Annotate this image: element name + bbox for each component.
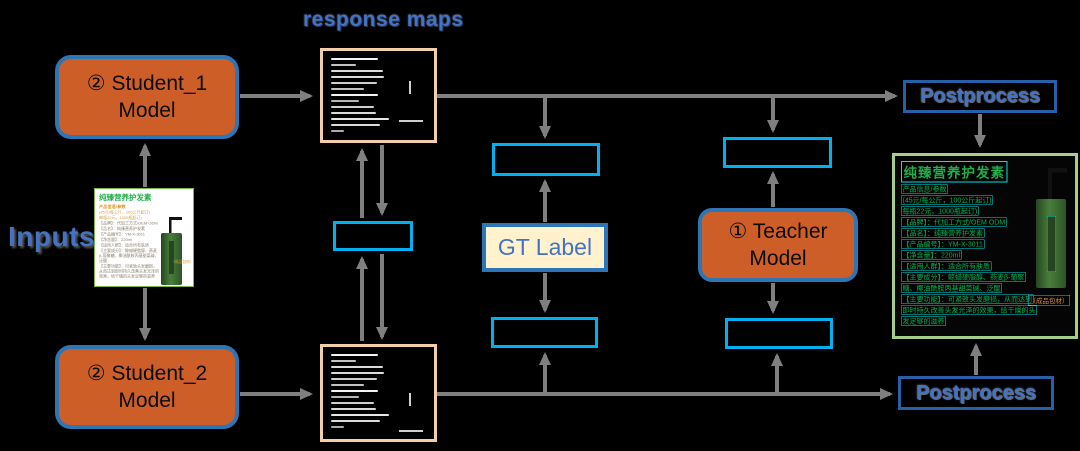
map-activation-line	[331, 366, 383, 368]
ocr-detected-text-line: 每瓶22元，1000瓶起订)	[901, 206, 979, 216]
input-card-lines: (45元/每公斤，100公斤起订)每瓶22元，1000瓶起订)【品牌】：代加工方…	[99, 210, 192, 279]
response-map-bottom	[320, 344, 437, 442]
map-activation-line	[331, 94, 379, 96]
map-activation-line	[331, 64, 356, 66]
map-activation-line	[331, 390, 379, 392]
response-map-lines	[331, 354, 434, 428]
input-card-text-line: 每瓶22元，1000瓶起订)	[99, 215, 142, 221]
loss-box-student1-gt	[492, 143, 600, 176]
student2-model-label: ② Student_2 Model	[86, 361, 208, 412]
map-activation-line	[331, 70, 383, 72]
student2-model-node: ② Student_2 Model	[55, 345, 239, 429]
ocr-detected-text-line: 【主要成分】：鲸蜡硬脂醇、燕麦β-葡聚	[901, 272, 1026, 282]
result-card-lines: 产品信息/参数(45元/每公斤，100公斤起订)每瓶22元，1000瓶起订)【品…	[901, 184, 1040, 327]
map-activation-line	[331, 130, 345, 132]
ocr-detected-text-line: 【主要功能】：可紧致头发磨损，从而达到	[901, 294, 1034, 304]
ocr-detected-text-line: (45元/每公斤，100公斤起订)	[901, 195, 994, 205]
gt-label-text: GT Label	[497, 234, 593, 260]
map-activation-line	[331, 106, 375, 108]
map-activation-line	[331, 426, 345, 428]
postprocess-bottom-label: Postprocess	[915, 381, 1037, 404]
map-activation-line	[331, 420, 381, 422]
postprocess-bottom-node: Postprocess	[898, 376, 1054, 410]
ocr-result-image: 纯臻营养护发素 产品信息/参数(45元/每公斤，100公斤起订)每瓶22元，10…	[892, 153, 1078, 339]
input-card-text-line: 【净含量】：220ml	[99, 237, 132, 243]
response-map-lines	[331, 58, 434, 132]
input-card-text-line: 【适用人群】：适合所有肤质	[99, 243, 149, 248]
map-activation-line	[331, 372, 384, 374]
input-card-subtitle: 产品信息/参数	[99, 204, 126, 209]
input-card-text-line: 【主要成分】：鲸蜡硬脂醇、燕麦β-葡聚糖、椰油酰胺丙基甜菜碱、泛醌	[99, 248, 159, 264]
postprocess-top-label: Postprocess	[919, 85, 1041, 107]
ocr-detected-text-line: 【适用人群】：适合所有肤质	[901, 261, 992, 271]
ocr-detected-text-line: 【品名】：纯臻营养护发素	[901, 228, 985, 238]
ocr-detected-text-line: 即时持久改善头发光泽的效果，给干燥的头	[901, 305, 1037, 315]
student1-model-label: ② Student_1 Model	[86, 71, 208, 122]
ocr-detected-text-line: 【产品编号】：YM-X-3011	[901, 239, 985, 249]
map-activation-line	[331, 414, 389, 416]
mutual-loss-box	[333, 221, 413, 251]
ocr-detected-text-line: 产品信息/参数	[901, 184, 948, 194]
input-card-text-line: 【产品编号】：YM-X-3011	[99, 232, 145, 237]
map-activation-line	[331, 58, 379, 60]
ocr-detected-text-line: 【净含量】：220ml	[901, 250, 962, 260]
postprocess-top-node: Postprocess	[903, 80, 1057, 113]
teacher-model-node: ① Teacher Model	[698, 208, 858, 282]
map-activation-line	[331, 112, 377, 114]
map-activation-line	[331, 384, 364, 386]
map-activation-line	[331, 408, 377, 410]
loss-box-student2-teacher	[725, 318, 833, 349]
ocr-detected-text-line: 【品牌】：代加工方式/OEM ODM	[901, 217, 1007, 227]
loss-box-student1-teacher	[723, 137, 832, 168]
map-activation-line	[331, 378, 378, 380]
input-card-text-line: (45元/每公斤，100公斤起订)	[99, 210, 150, 215]
teacher-model-label: ① Teacher Model	[728, 219, 828, 270]
gt-label-node: GT Label	[482, 223, 608, 272]
input-card-text-line: 【品名】：纯臻营养护发素	[99, 226, 145, 232]
map-mark-horizontal	[399, 430, 423, 432]
ocr-detected-text-line: 发足够的滋养	[901, 316, 946, 326]
map-activation-line	[331, 88, 364, 90]
map-activation-line	[331, 76, 384, 78]
map-mark-vertical	[409, 393, 411, 406]
input-product-image: 纯臻营养护发素 产品信息/参数 (45元/每公斤，100公斤起订)每瓶22元，1…	[94, 188, 194, 287]
inputs-label: Inputs	[8, 221, 95, 252]
student1-model-node: ② Student_1 Model	[55, 55, 239, 139]
map-activation-line	[331, 396, 359, 398]
ocr-detected-text-line: 糖、椰油酰胺丙基甜菜碱、泛醌	[901, 283, 1002, 293]
input-card-text-line: 【品牌】：代加工方式/OEM ODM	[99, 221, 158, 226]
map-activation-line	[331, 118, 389, 120]
map-activation-line	[331, 82, 378, 84]
response-map-top	[320, 48, 437, 143]
map-activation-line	[331, 360, 356, 362]
map-activation-line	[331, 124, 381, 126]
result-card-tag: （成品包材）	[1027, 295, 1070, 306]
result-card-title: 纯臻营养护发素	[901, 161, 1008, 183]
loss-box-student2-gt	[491, 317, 598, 348]
map-mark-horizontal	[399, 120, 423, 122]
input-card-text-line: 【主要功能】：可紧致头发磨损，从而达到即时持久改善头发光泽的效果，给干燥的头发足…	[99, 264, 159, 279]
input-card-title: 纯臻营养护发素	[99, 193, 152, 203]
map-activation-line	[331, 402, 375, 404]
input-card-tag: （成品包材）	[171, 259, 194, 265]
response-maps-label: response maps	[303, 8, 464, 31]
map-activation-line	[331, 354, 379, 356]
map-activation-line	[331, 100, 359, 102]
map-mark-vertical	[409, 81, 411, 94]
